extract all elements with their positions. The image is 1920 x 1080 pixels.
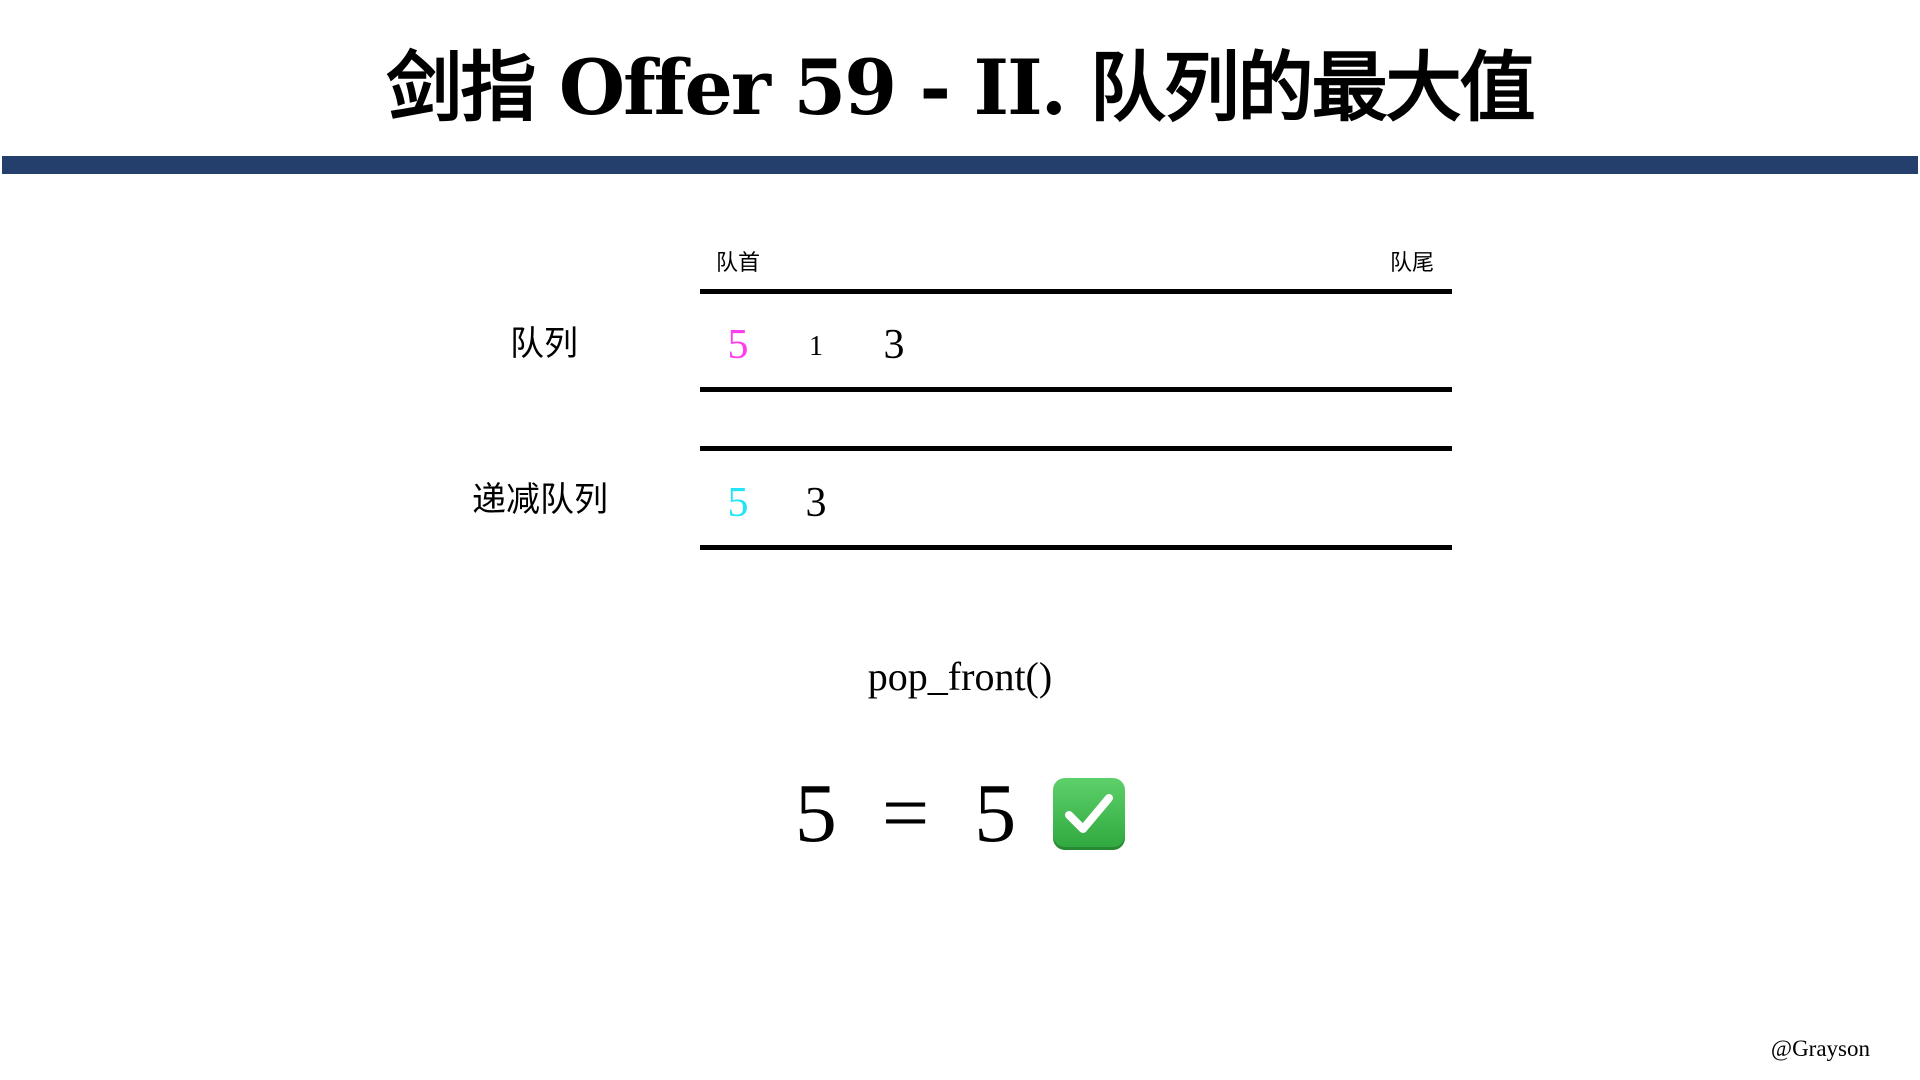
queue-rear-label: 队尾 [1390,251,1435,276]
deque-label: 递减队列 [472,480,608,520]
result-left: 5 [794,766,837,860]
deque-item: 3 [805,480,827,526]
author-credit: @Grayson [1770,1036,1870,1061]
deque-bottom-border [700,545,1452,550]
operation-text: pop_front() [867,654,1053,699]
result-right: 5 [974,766,1017,860]
queue-item: 3 [883,322,905,368]
queue-front-label: 队首 [716,251,761,276]
result-equation: 5 = 5 [0,756,1920,864]
result-operator: = [881,766,930,860]
title-divider [2,156,1918,174]
check-mark-button-icon [1053,777,1126,850]
deque-top-border [700,446,1452,451]
queue-label: 队列 [510,324,578,364]
queue-item-front: 5 [727,322,749,368]
page-title: 剑指 Offer 59 - II. 队列的最大值 [386,43,1535,132]
queue-item: 1 [809,331,823,362]
deque-item-front: 5 [727,480,749,526]
queue-top-border [700,289,1452,294]
queue-bottom-border [700,387,1452,392]
